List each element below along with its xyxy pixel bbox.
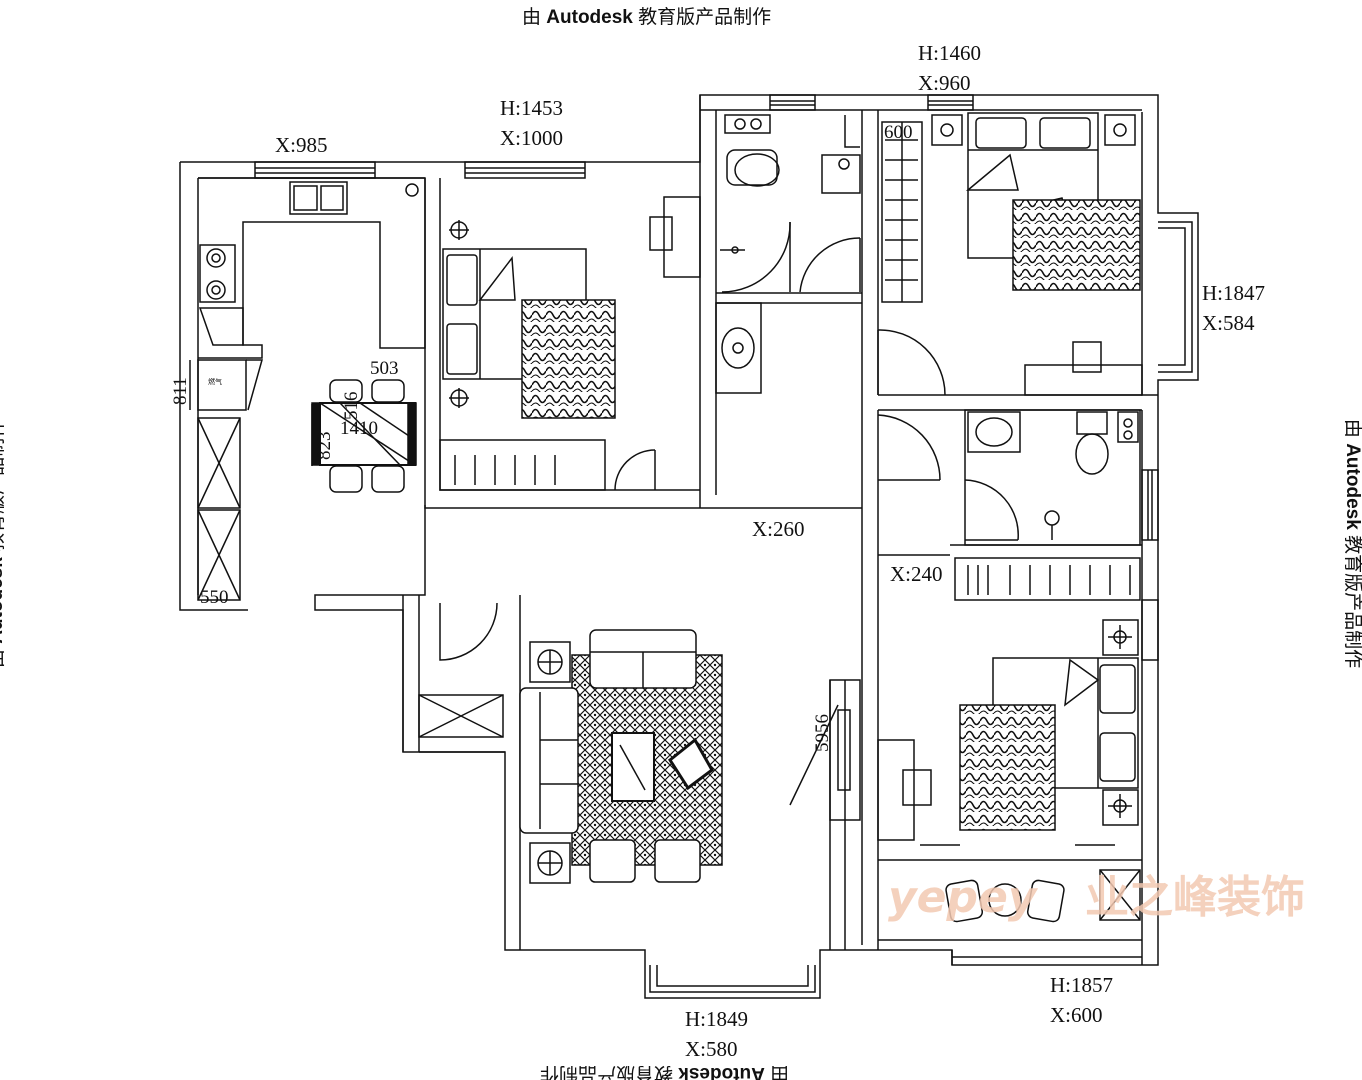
kitchen-appliance-fridge bbox=[197, 359, 263, 411]
bedroom3-rug bbox=[959, 704, 1056, 831]
master-wardrobe bbox=[881, 121, 923, 303]
bathroom1-fixtures bbox=[720, 114, 861, 293]
dim-dining-503: 503 bbox=[370, 358, 399, 379]
window-bedroom3 bbox=[1141, 599, 1159, 661]
dim-hall-x260: X:260 bbox=[752, 517, 805, 541]
tv-cabinet bbox=[789, 679, 861, 821]
bedroom1-nightstand bbox=[449, 220, 469, 408]
window-bath2 bbox=[1141, 469, 1159, 541]
bedroom3-nightstand bbox=[1102, 619, 1139, 826]
dim-wardrobe-600: 600 bbox=[884, 122, 913, 143]
dim-living-window-x: X:580 bbox=[685, 1037, 738, 1061]
window-balcony bbox=[951, 950, 1142, 965]
dim-east-window-x: X:584 bbox=[1202, 311, 1255, 335]
bedroom1-desk bbox=[649, 196, 701, 278]
logo-cn: 业之峰装饰 bbox=[1085, 872, 1305, 923]
sofa bbox=[519, 629, 701, 884]
dim-dining-1410: 1410 bbox=[340, 418, 378, 439]
dim-dining-823: 823 bbox=[314, 432, 335, 461]
master-rug bbox=[1012, 199, 1141, 291]
company-logo: yepey 业之峰装饰 bbox=[888, 872, 1305, 923]
dim-kitchen-811: 811 bbox=[170, 377, 191, 405]
dim-master-window-h: H:1460 bbox=[918, 41, 981, 65]
armchair-pillow bbox=[668, 737, 714, 791]
dim-balcony-window-x: X:600 bbox=[1050, 1003, 1103, 1027]
dim-bedroom3-x240: X:240 bbox=[890, 562, 943, 586]
kitchen-counter bbox=[198, 177, 426, 359]
dim-cabinet-550: 550 bbox=[200, 587, 229, 608]
entry-door-swing bbox=[418, 602, 504, 738]
bedroom1-wardrobe bbox=[439, 439, 656, 491]
dim-bedroom1-window-h: H:1453 bbox=[500, 96, 563, 120]
dining-table bbox=[311, 379, 417, 493]
bedroom3-desk bbox=[877, 739, 1115, 846]
kitchen-hood-label: 燃气 bbox=[208, 377, 222, 386]
bedroom1-rug bbox=[521, 299, 616, 419]
balcony-furniture bbox=[945, 869, 1141, 923]
watermark-top: 由 Autodesk 教育版产品制作 bbox=[522, 7, 772, 28]
master-desk bbox=[1024, 341, 1143, 396]
kitchen-tall-cabinet bbox=[197, 417, 241, 601]
dim-balcony-window-h: H:1857 bbox=[1050, 973, 1113, 997]
dim-living-5956: 5956 bbox=[812, 714, 833, 752]
wash-basin bbox=[715, 302, 762, 394]
logo-latin: yepey bbox=[888, 872, 1039, 923]
bathroom2-fixtures bbox=[964, 409, 1141, 546]
dim-bedroom1-window-x: X:1000 bbox=[500, 126, 563, 150]
window-bedroom1 bbox=[464, 161, 586, 179]
window-bathroom bbox=[769, 94, 816, 111]
hall-door-swing bbox=[877, 329, 946, 481]
window-master bbox=[927, 94, 974, 111]
dim-living-window-h: H:1849 bbox=[685, 1007, 748, 1031]
bedroom3-wardrobe bbox=[954, 557, 1141, 601]
dim-east-window-h: H:1847 bbox=[1202, 281, 1265, 305]
window-kitchen bbox=[254, 161, 376, 179]
dim-dining-516: 516 bbox=[341, 392, 362, 421]
master-nightstand bbox=[931, 114, 1136, 146]
coffee-table bbox=[611, 732, 655, 802]
window-east-bay bbox=[1158, 221, 1193, 373]
window-living-bay bbox=[649, 965, 816, 993]
dim-kitchen-window-x: X:985 bbox=[275, 133, 328, 157]
dim-master-window-x: X:960 bbox=[918, 71, 971, 95]
